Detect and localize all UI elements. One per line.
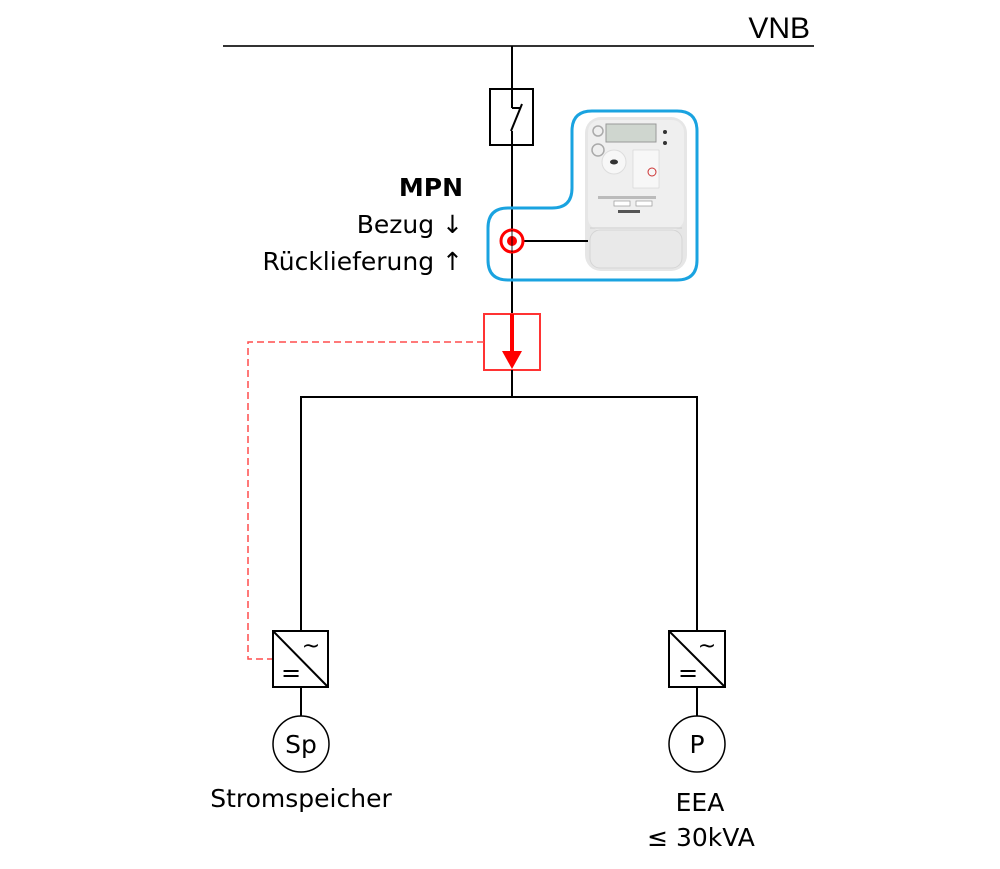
battery-storage-icon — [272, 715, 330, 773]
grid-label: VNB — [748, 12, 810, 45]
meter-frame — [486, 109, 699, 282]
storage-name: Stromspeicher — [210, 784, 392, 813]
import-label: Bezug ↓ — [357, 210, 463, 239]
pv-name: EEA — [676, 788, 725, 817]
inverter-storage-icon: ~ = — [272, 630, 329, 688]
main-switch-icon — [489, 80, 534, 150]
power-sensor-icon — [483, 313, 541, 397]
export-text: Rücklieferung — [262, 247, 434, 276]
smart-meter-icon — [585, 117, 687, 271]
storage-symbol: Sp — [285, 730, 317, 759]
inverter-pv-icon: ~ = — [668, 630, 726, 688]
import-text: Bezug — [357, 210, 434, 239]
control-signal-line — [247, 341, 484, 660]
pv-symbol: P — [689, 730, 704, 759]
arrow-down-icon: ↓ — [442, 210, 463, 239]
ac-symbol: ~ — [698, 634, 716, 659]
metering-point-title: MPN — [399, 173, 463, 202]
export-label: Rücklieferung ↑ — [262, 247, 463, 276]
arrow-up-icon: ↑ — [442, 247, 463, 276]
metering-point-icon — [499, 228, 525, 254]
dc-symbol: = — [678, 659, 698, 687]
dc-symbol: = — [281, 659, 301, 687]
ac-symbol: ~ — [302, 634, 320, 659]
pv-generator-icon — [668, 715, 726, 773]
distribution-bus — [300, 396, 698, 632]
pv-capacity: ≤ 30kVA — [647, 823, 755, 852]
